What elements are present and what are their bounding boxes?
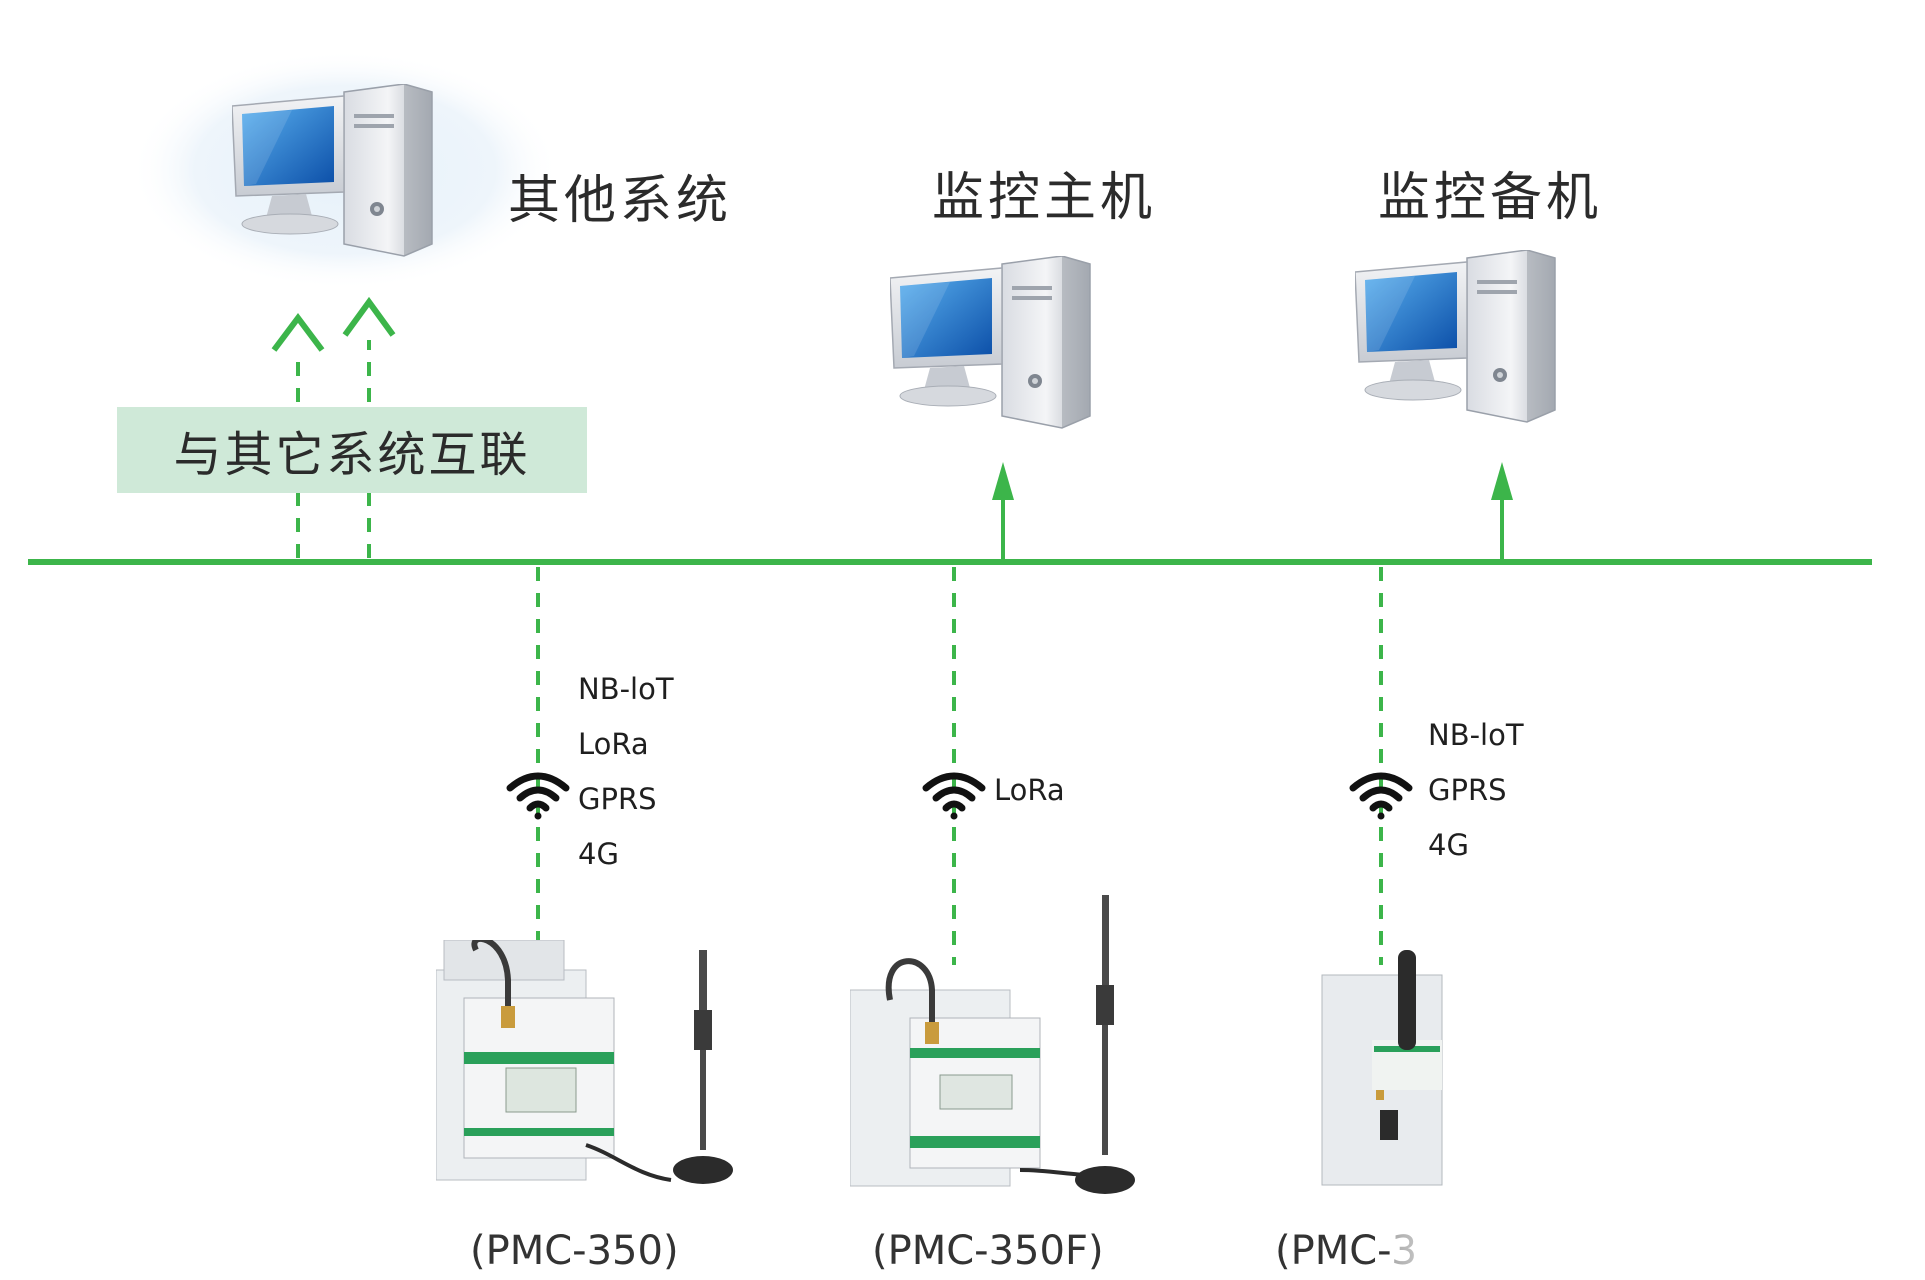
other-system-computer-icon [231,83,472,278]
protocol-item: LoRa [578,727,649,761]
device-model-label: (PMC-350F) [872,1228,1104,1274]
monitoring-primary-computer-icon [889,255,1130,450]
protocol-list-3: NB-loT GPRS 4G [1428,708,1524,873]
protocol-item: NB-loT [1428,718,1524,752]
device-model-label: (PMC-3 [1275,1228,1418,1274]
protocol-item: LoRa [994,773,1065,807]
pmc-350f-meter-image [849,890,1150,1204]
backup-host-arrowhead [1491,462,1513,500]
pmc-350-meter-image [435,935,746,1204]
device-model-label: (PMC-350) [470,1228,679,1274]
protocol-item: GPRS [578,782,657,816]
primary-host-arrowhead [992,462,1014,500]
wifi-icon [506,768,570,824]
interconnect-tag: 与其它系统互联 [117,407,587,493]
wifi-icon [1349,768,1413,824]
wifi-icon [922,768,986,824]
other-system-label: 其他系统 [508,171,733,231]
monitoring-backup-computer-icon [1354,249,1595,444]
protocol-list-2: LoRa [994,763,1065,818]
primary-host-label: 监控主机 [932,168,1157,228]
label-fade-overlay [1395,1232,1475,1280]
interconnect-arrowhead-left [271,313,325,352]
interconnect-arrowhead-right [342,296,396,337]
protocol-item: 4G [1428,828,1469,862]
backup-host-label: 监控备机 [1378,168,1603,228]
protocol-list-1: NB-loT LoRa GPRS 4G [578,662,674,882]
protocol-item: 4G [578,837,619,871]
protocol-item: NB-loT [578,672,674,706]
protocol-item: GPRS [1428,773,1507,807]
pmc-3xx-module-image [1312,950,1452,1194]
interconnect-label: 与其它系统互联 [173,427,531,483]
